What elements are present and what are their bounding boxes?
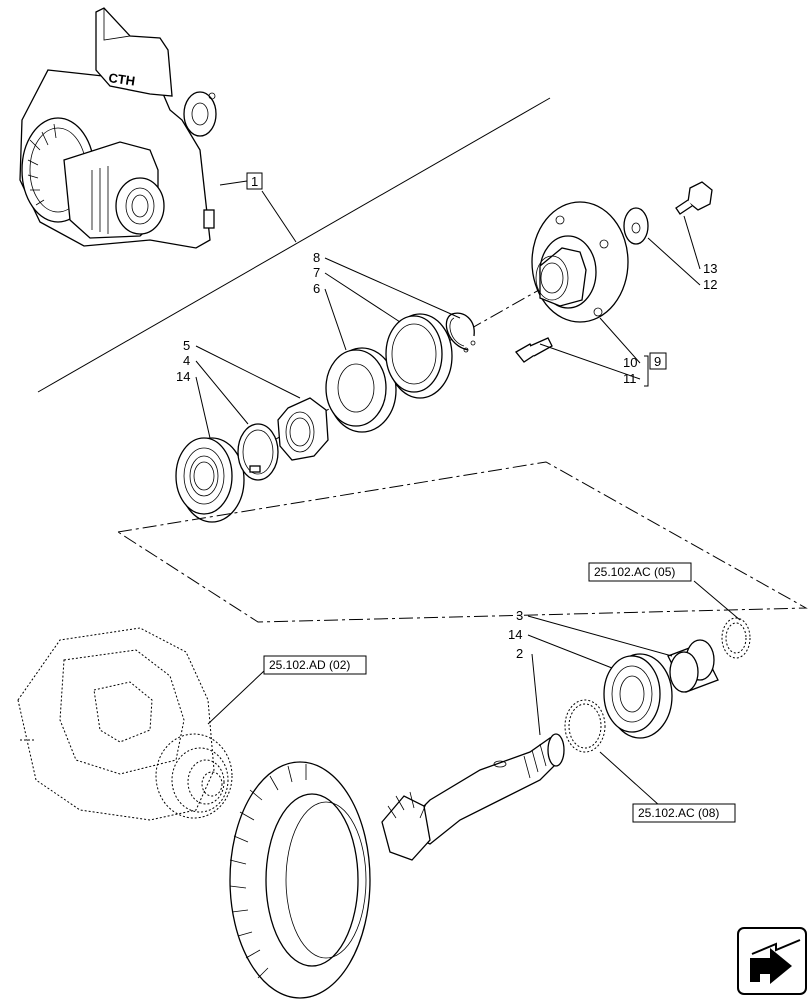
callout-3: 3: [516, 608, 523, 623]
callout-13: 13: [703, 261, 717, 276]
callout-2: 2: [516, 646, 523, 661]
washer-12: [623, 207, 649, 245]
callout-5: 5: [183, 338, 190, 353]
transmission-housing-assembly: CTH: [19, 7, 217, 249]
callout-6: 6: [313, 281, 320, 296]
callout-1: 1: [251, 174, 258, 189]
callout-9: 9: [654, 354, 661, 369]
ref-box-ad02: [263, 655, 367, 675]
ref-box-ac08: [632, 803, 736, 823]
callout-14-upper: 14: [176, 369, 190, 384]
circlip-8: [445, 312, 476, 353]
seal-7: [385, 313, 453, 399]
seal-ring-6: [325, 347, 397, 433]
pinion-shaft-2: [381, 733, 565, 861]
lock-washer-4: [237, 423, 279, 481]
flange-10: [531, 201, 629, 323]
bolt-13: [675, 181, 713, 215]
callout-12: 12: [703, 277, 717, 292]
next-page-arrow-icon[interactable]: [737, 927, 807, 995]
callout-4: 4: [183, 353, 190, 368]
shim-ring: [564, 699, 606, 753]
differential-housing-reference: [17, 627, 233, 821]
callout-7: 7: [313, 265, 320, 280]
callout-9-box: [649, 352, 667, 370]
bolt-11: [515, 337, 553, 363]
ref-box-ac05: [588, 562, 692, 582]
spacer-3: [667, 639, 719, 693]
alignment-phantom-line: [116, 461, 808, 623]
group-divider-line: [37, 97, 551, 393]
crown-wheel: [229, 761, 371, 999]
bearing-14-lower: [603, 653, 673, 739]
ref-25-102-ac-05: 25.102.AC (05): [594, 565, 675, 579]
callout-8: 8: [313, 250, 320, 265]
callout-11: 11: [623, 371, 637, 386]
callout-10: 10: [623, 355, 637, 370]
ref-25-102-ad-02: 25.102.AD (02): [269, 658, 350, 672]
housing-marking: CTH: [108, 70, 137, 89]
bearing-14-upper: [175, 437, 245, 523]
callout-14-lower: 14: [508, 627, 522, 642]
shim-ring-right: [721, 617, 751, 659]
nut-5: [277, 397, 329, 461]
ref-25-102-ac-08: 25.102.AC (08): [638, 806, 719, 820]
